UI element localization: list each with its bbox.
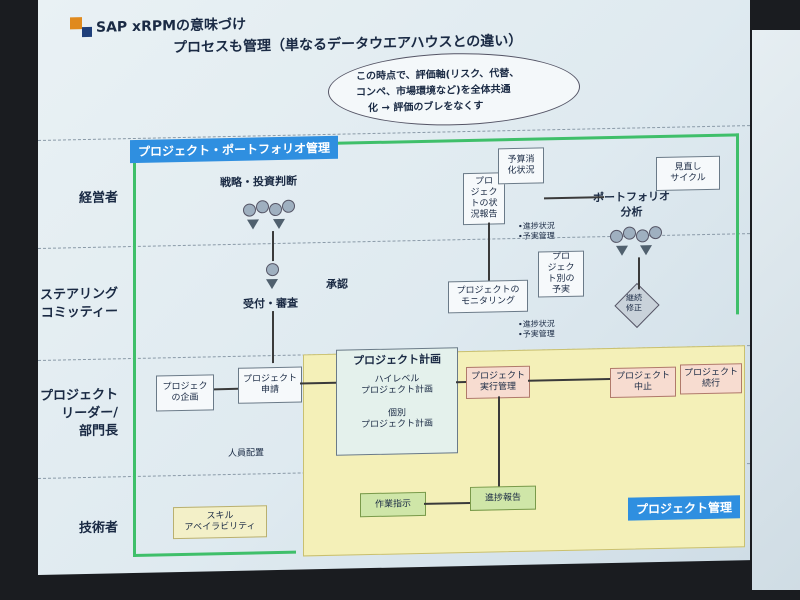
- budget-status-doc: 予算消化状況: [498, 147, 544, 185]
- person-icon: [616, 245, 628, 256]
- header-accent-2: [82, 26, 92, 38]
- connector: [638, 257, 640, 290]
- person-icon: [273, 218, 285, 230]
- row-engineer: 技術者: [78, 520, 118, 537]
- row-executive: 経営者: [78, 190, 118, 207]
- row-steering-2: コミッティー: [40, 304, 118, 321]
- exec-mgmt-box: プロジェクト実行管理: [466, 365, 530, 400]
- project-mgmt-tag: プロジェクト管理: [628, 495, 741, 521]
- review-cycle-box: 見直しサイクル: [656, 155, 720, 192]
- connector: [272, 231, 274, 262]
- strategy-label: 戦略・投資判断: [220, 174, 297, 190]
- person-icon: [640, 245, 652, 256]
- slide-title-1: SAP xRPMの意味づけ: [96, 16, 247, 36]
- connector: [498, 396, 500, 487]
- person-icon: [247, 219, 259, 230]
- callout-line-3: 化 → 評価のブレをなくす: [368, 100, 484, 115]
- project-apply-box: プロジェクト申請: [238, 366, 302, 404]
- connector: [456, 381, 466, 384]
- slide: SAP xRPMの意味づけ プロセスも管理（単なるデータウエアハウスとの違い） …: [38, 0, 750, 575]
- staffing-label: 人員配置: [228, 448, 265, 460]
- per-project-doc: プロジェクト別の予実: [538, 250, 584, 298]
- monitoring-box: プロジェクトのモニタリング: [448, 279, 528, 314]
- adjacent-slide: [752, 30, 800, 590]
- row-pm-3: 部門長: [78, 423, 118, 440]
- skill-box: スキルアベイラビリティ: [173, 505, 267, 540]
- approval-label: 承認: [326, 277, 348, 291]
- bullets-2: •進捗状況•予実管理: [518, 319, 555, 340]
- work-instruction-box: 作業指示: [360, 491, 426, 518]
- progress-report-box: 進捗報告: [470, 485, 536, 511]
- connector: [272, 311, 274, 364]
- portfolio-analysis-label: ポートフォリオ分析: [593, 189, 670, 220]
- person-icon: [266, 278, 278, 290]
- connector: [488, 222, 490, 281]
- decision-label: 継続修正: [626, 293, 642, 313]
- project-plan-box: プロジェクト計画 ハイレベルプロジェクト計画 個別プロジェクト計画: [336, 347, 458, 456]
- portfolio-tag: プロジェクト・ポートフォリオ管理: [130, 135, 339, 164]
- project-stop-box: プロジェクト中止: [610, 366, 676, 399]
- bullets-1: •進捗状況•予実管理: [518, 221, 555, 242]
- header-accent: [70, 17, 82, 30]
- project-continue-box: プロジェクト続行: [680, 363, 742, 395]
- intake-label: 受付・審査: [243, 296, 298, 311]
- project-idea-box: プロジェクの企画: [156, 374, 214, 412]
